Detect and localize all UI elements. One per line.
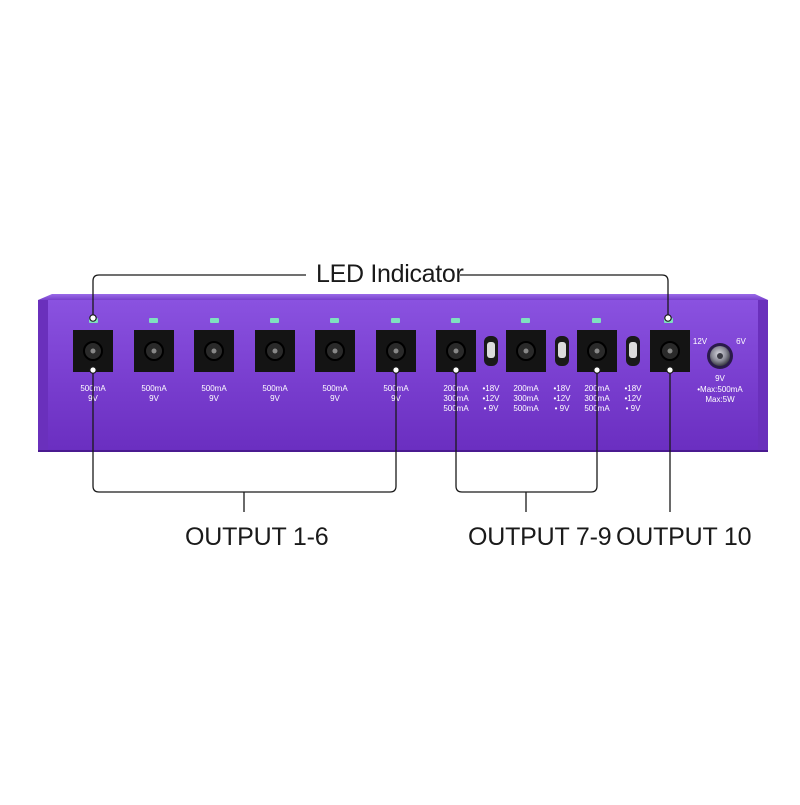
dc-jack-8 xyxy=(506,330,546,372)
output5-current: 500mA xyxy=(322,384,348,393)
knob-label-12v: 12V xyxy=(693,337,708,346)
output10-voltage-knob xyxy=(707,343,733,369)
led-callout-right xyxy=(460,274,669,318)
output3-voltage: 9V xyxy=(209,394,219,403)
output-7-9-label: OUTPUT 7-9 xyxy=(468,523,612,551)
output8-voltage-high: •18V xyxy=(553,384,571,393)
output9-voltage-low: • 9V xyxy=(626,404,641,413)
panel-left-edge xyxy=(38,300,48,452)
knob-label-6v: 6V xyxy=(736,337,746,346)
voltage-switch-7 xyxy=(484,336,498,366)
voltage-switch-9 xyxy=(626,336,640,366)
output7-voltage-low: • 9V xyxy=(484,404,499,413)
output4-voltage: 9V xyxy=(270,394,280,403)
output7-voltage-mid: •12V xyxy=(482,394,500,403)
dc-jack-7 xyxy=(436,330,476,372)
voltage-switch-8 xyxy=(555,336,569,366)
dc-jack-10 xyxy=(650,330,690,372)
output3-current: 500mA xyxy=(201,384,227,393)
output8-voltage-low: • 9V xyxy=(555,404,570,413)
power-supply-body xyxy=(38,294,768,452)
callout-lines xyxy=(92,274,671,512)
dc-jack-1 xyxy=(73,330,113,372)
dc-jack-row xyxy=(73,330,690,372)
led-callout-left xyxy=(92,274,306,318)
led-indicator-6 xyxy=(391,318,400,323)
output7-voltage-high: •18V xyxy=(482,384,500,393)
led-indicator-9 xyxy=(592,318,601,323)
output8-current-mid: 300mA xyxy=(513,394,539,403)
output8-current-low: 200mA xyxy=(513,384,539,393)
dc-jack-5 xyxy=(315,330,355,372)
led-indicator-3 xyxy=(210,318,219,323)
output9-voltage-mid: •12V xyxy=(624,394,642,403)
output2-current: 500mA xyxy=(141,384,167,393)
led-indicator-2 xyxy=(149,318,158,323)
callout-endpoints xyxy=(89,314,674,374)
dc-jack-4 xyxy=(255,330,295,372)
led-indicator-7 xyxy=(451,318,460,323)
led-indicator-5 xyxy=(330,318,339,323)
output8-voltage-mid: •12V xyxy=(553,394,571,403)
output10-max-power: Max:5W xyxy=(705,395,735,404)
led-indicator-8 xyxy=(521,318,530,323)
output5-voltage: 9V xyxy=(330,394,340,403)
output-1-6-label: OUTPUT 1-6 xyxy=(185,523,329,551)
voltage-switches xyxy=(484,336,640,366)
output10-max-current: •Max:500mA xyxy=(697,385,743,394)
dc-jack-3 xyxy=(194,330,234,372)
dc-jack-9 xyxy=(577,330,617,372)
led-indicator-4 xyxy=(270,318,279,323)
panel-right-edge xyxy=(758,300,768,452)
knob-label-9v: 9V xyxy=(715,374,725,383)
panel-top-edge xyxy=(38,294,768,300)
front-panel xyxy=(38,300,768,452)
led-indicator-label: LED Indicator xyxy=(316,260,464,288)
output9-voltage-high: •18V xyxy=(624,384,642,393)
output8-current-high: 500mA xyxy=(513,404,539,413)
output2-voltage: 9V xyxy=(149,394,159,403)
output-10-label: OUTPUT 10 xyxy=(616,523,752,551)
dc-jack-6 xyxy=(376,330,416,372)
dc-jack-2 xyxy=(134,330,174,372)
output4-current: 500mA xyxy=(262,384,288,393)
